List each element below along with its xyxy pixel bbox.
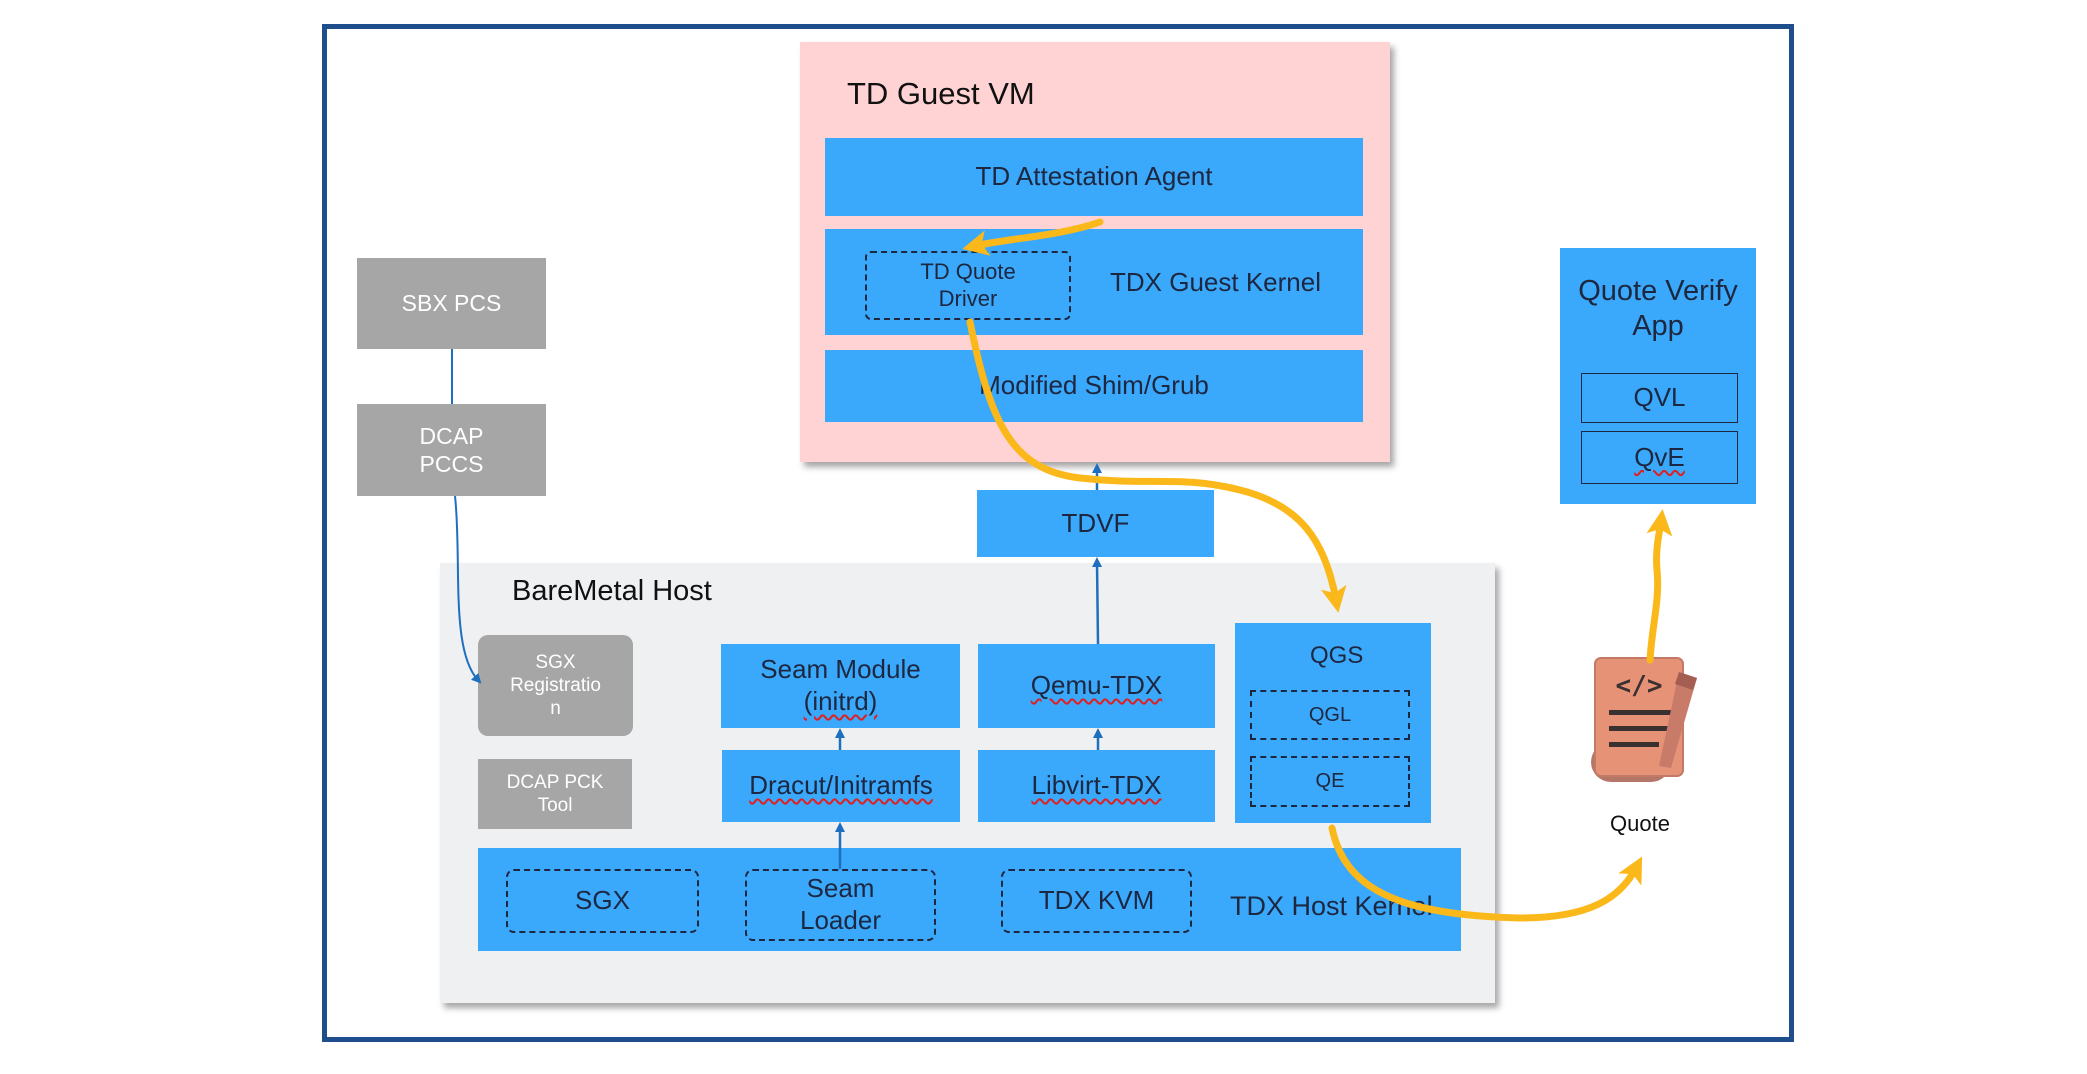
dracut-initramfs-label: Dracut/Initramfs	[749, 770, 933, 801]
driver-to-qgs-arrow	[966, 318, 1347, 613]
td-attestation-agent: TD Attestation Agent	[825, 138, 1363, 216]
tdx-guest-kernel	[825, 229, 1363, 335]
code-document-icon: </>	[1591, 657, 1697, 782]
dcap-pck-tool: DCAP PCK Tool	[478, 759, 632, 829]
qemu-tdx-label: Qemu-TDX	[1030, 670, 1163, 701]
qve: QvE	[1581, 431, 1738, 484]
dcap-pccs: DCAP PCCS	[357, 404, 546, 496]
qemu-tdx: Qemu-TDX	[978, 644, 1215, 728]
libvirt-tdx-label: Libvirt-TDX	[1031, 770, 1162, 801]
tdvf: TDVF	[977, 490, 1214, 557]
dracut-initramfs: Dracut/Initramfs	[722, 750, 960, 822]
qgl: QGL	[1250, 690, 1410, 740]
sbx-pcs: SBX PCS	[357, 258, 546, 349]
tdx-host-kernel	[478, 848, 1461, 951]
tdx-host-kernel-label: TDX Host Kernel	[1230, 891, 1433, 921]
seam-module-initrd: (initrd)	[803, 686, 878, 716]
qemu-to-tdvf-arrow	[1092, 557, 1103, 645]
td-quote-driver: TD Quote Driver	[865, 251, 1071, 320]
seam-module: Seam Module (initrd)	[721, 644, 960, 728]
seam-module-label: Seam Module	[760, 654, 921, 685]
td-guest-vm-title: TD Guest VM	[847, 76, 1035, 111]
quote-verify-app-title: Quote Verify App	[1578, 275, 1738, 342]
sgx-driver: SGX	[506, 869, 699, 933]
qve-label: QvE	[1634, 441, 1685, 472]
svg-text:</>: </>	[1616, 671, 1663, 701]
qe: QE	[1250, 756, 1410, 807]
agent-to-driver-arrow	[962, 218, 1104, 256]
modified-shim-grub: Modified Shim/Grub	[825, 350, 1363, 422]
sgx-registration: SGX Registratio n	[478, 635, 633, 736]
quote-to-verify-app-arrow	[1646, 509, 1673, 664]
seam-loader: Seam Loader	[745, 869, 936, 941]
quote-verify-app	[1560, 248, 1756, 504]
qgs	[1235, 623, 1431, 823]
qgs-label: QGS	[1310, 642, 1364, 669]
quote-label: Quote	[1610, 811, 1670, 836]
pccs-to-sgx-registration-arrow	[454, 495, 482, 684]
qe-to-quote-arrow	[1328, 824, 1643, 922]
libvirt-tdx: Libvirt-TDX	[978, 750, 1215, 822]
tdx-guest-kernel-label: TDX Guest Kernel	[1110, 267, 1321, 297]
tdx-kvm: TDX KVM	[1001, 869, 1192, 933]
baremetal-host-title: BareMetal Host	[512, 575, 712, 607]
qvl: QVL	[1581, 373, 1738, 423]
